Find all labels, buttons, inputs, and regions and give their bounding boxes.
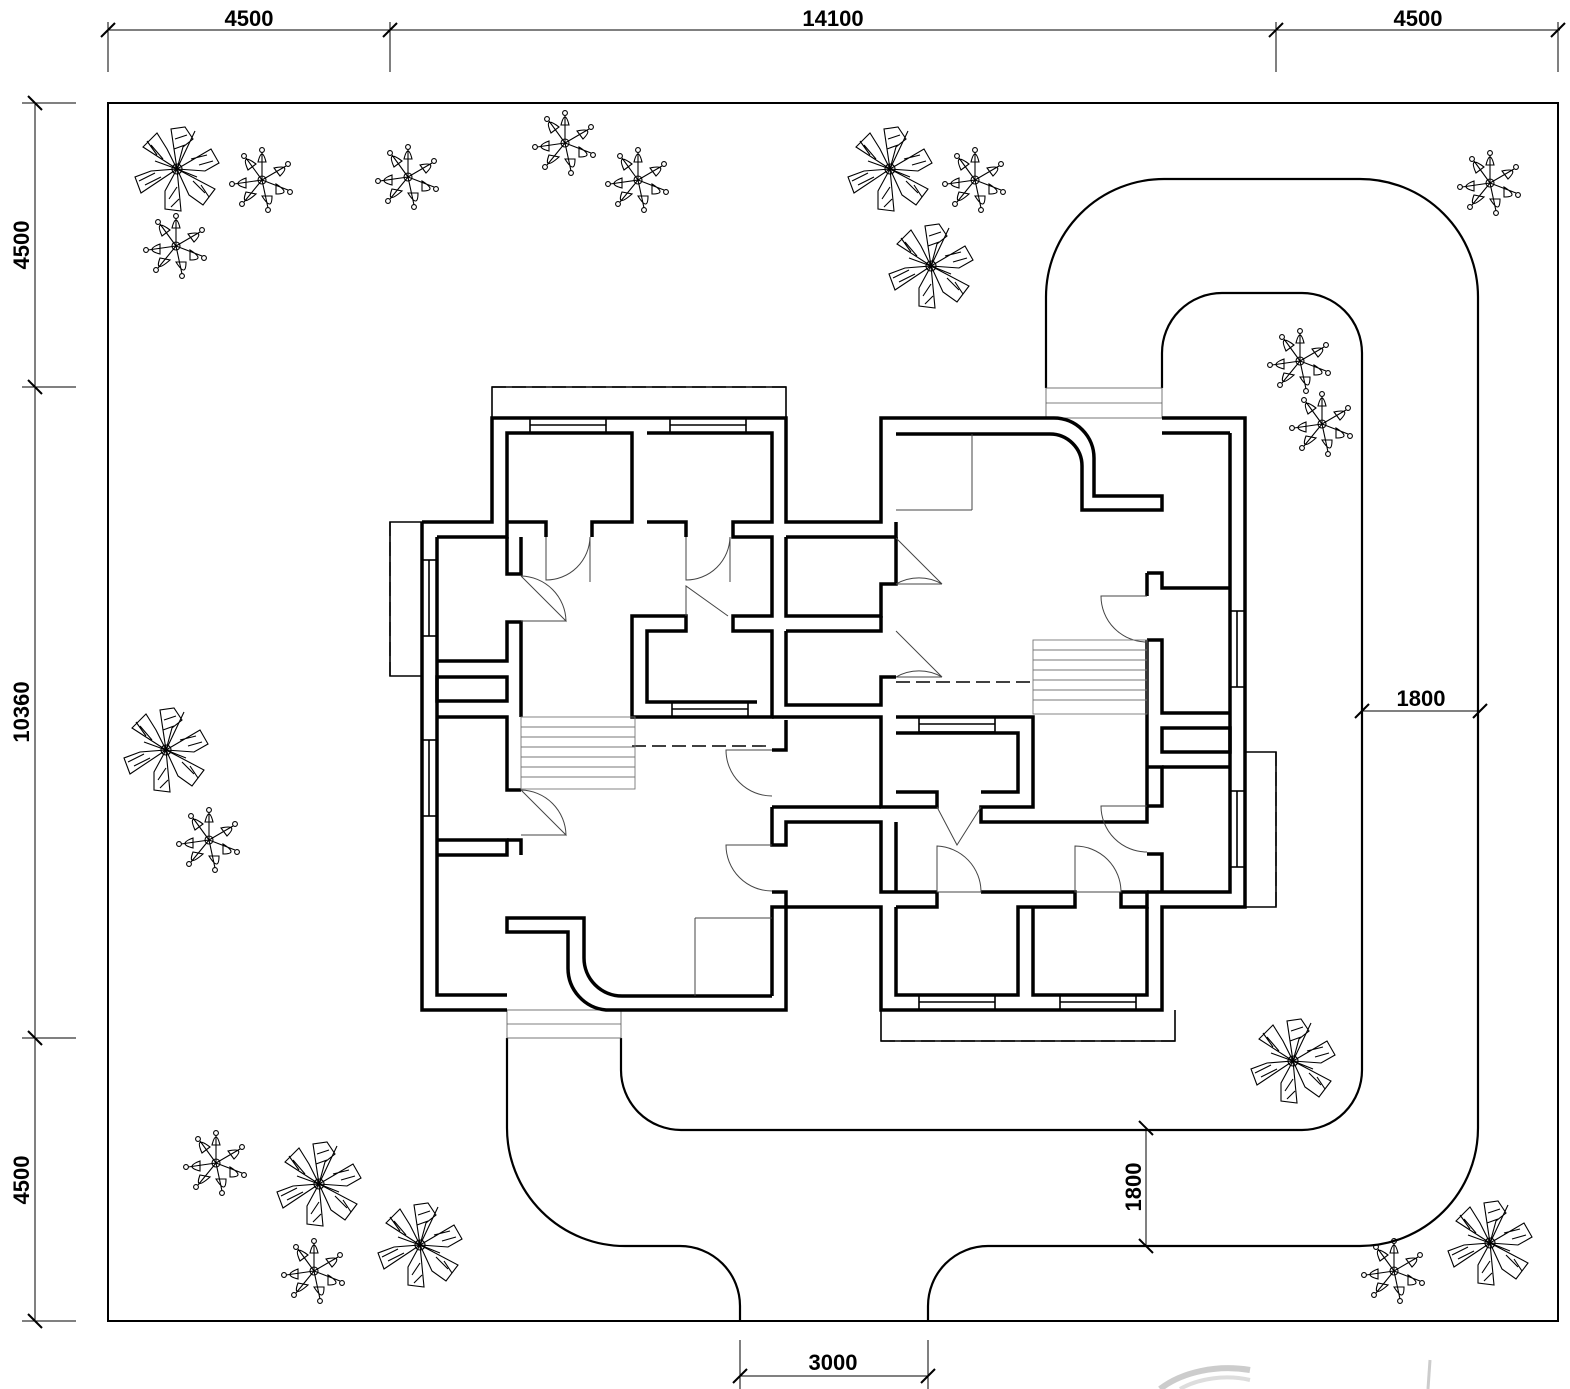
dim-top-right: 4500	[1394, 6, 1443, 31]
dimension-labels: 4500 14100 4500 4500 10360 4500 1800 180…	[9, 6, 1445, 1375]
dim-left-top: 4500	[9, 221, 34, 270]
left-staircase	[520, 716, 636, 790]
dim-top-middle: 14100	[802, 6, 863, 31]
dim-top-left: 4500	[225, 6, 274, 31]
site-boundary	[107, 102, 1559, 1322]
landscape-plants	[123, 110, 1533, 1304]
right-staircase	[1032, 639, 1148, 715]
watermark-marks	[1158, 1359, 1432, 1389]
dim-entrance-width: 3000	[809, 1350, 858, 1375]
walkway	[505, 177, 1480, 1321]
dimension-lines	[22, 22, 1566, 1389]
dim-path-width-bottom: 1800	[1121, 1163, 1146, 1212]
building-floor-plan	[389, 386, 1277, 1042]
dim-left-bottom: 4500	[9, 1156, 34, 1205]
dim-path-width-right: 1800	[1397, 686, 1446, 711]
dim-left-middle: 10360	[9, 681, 34, 742]
